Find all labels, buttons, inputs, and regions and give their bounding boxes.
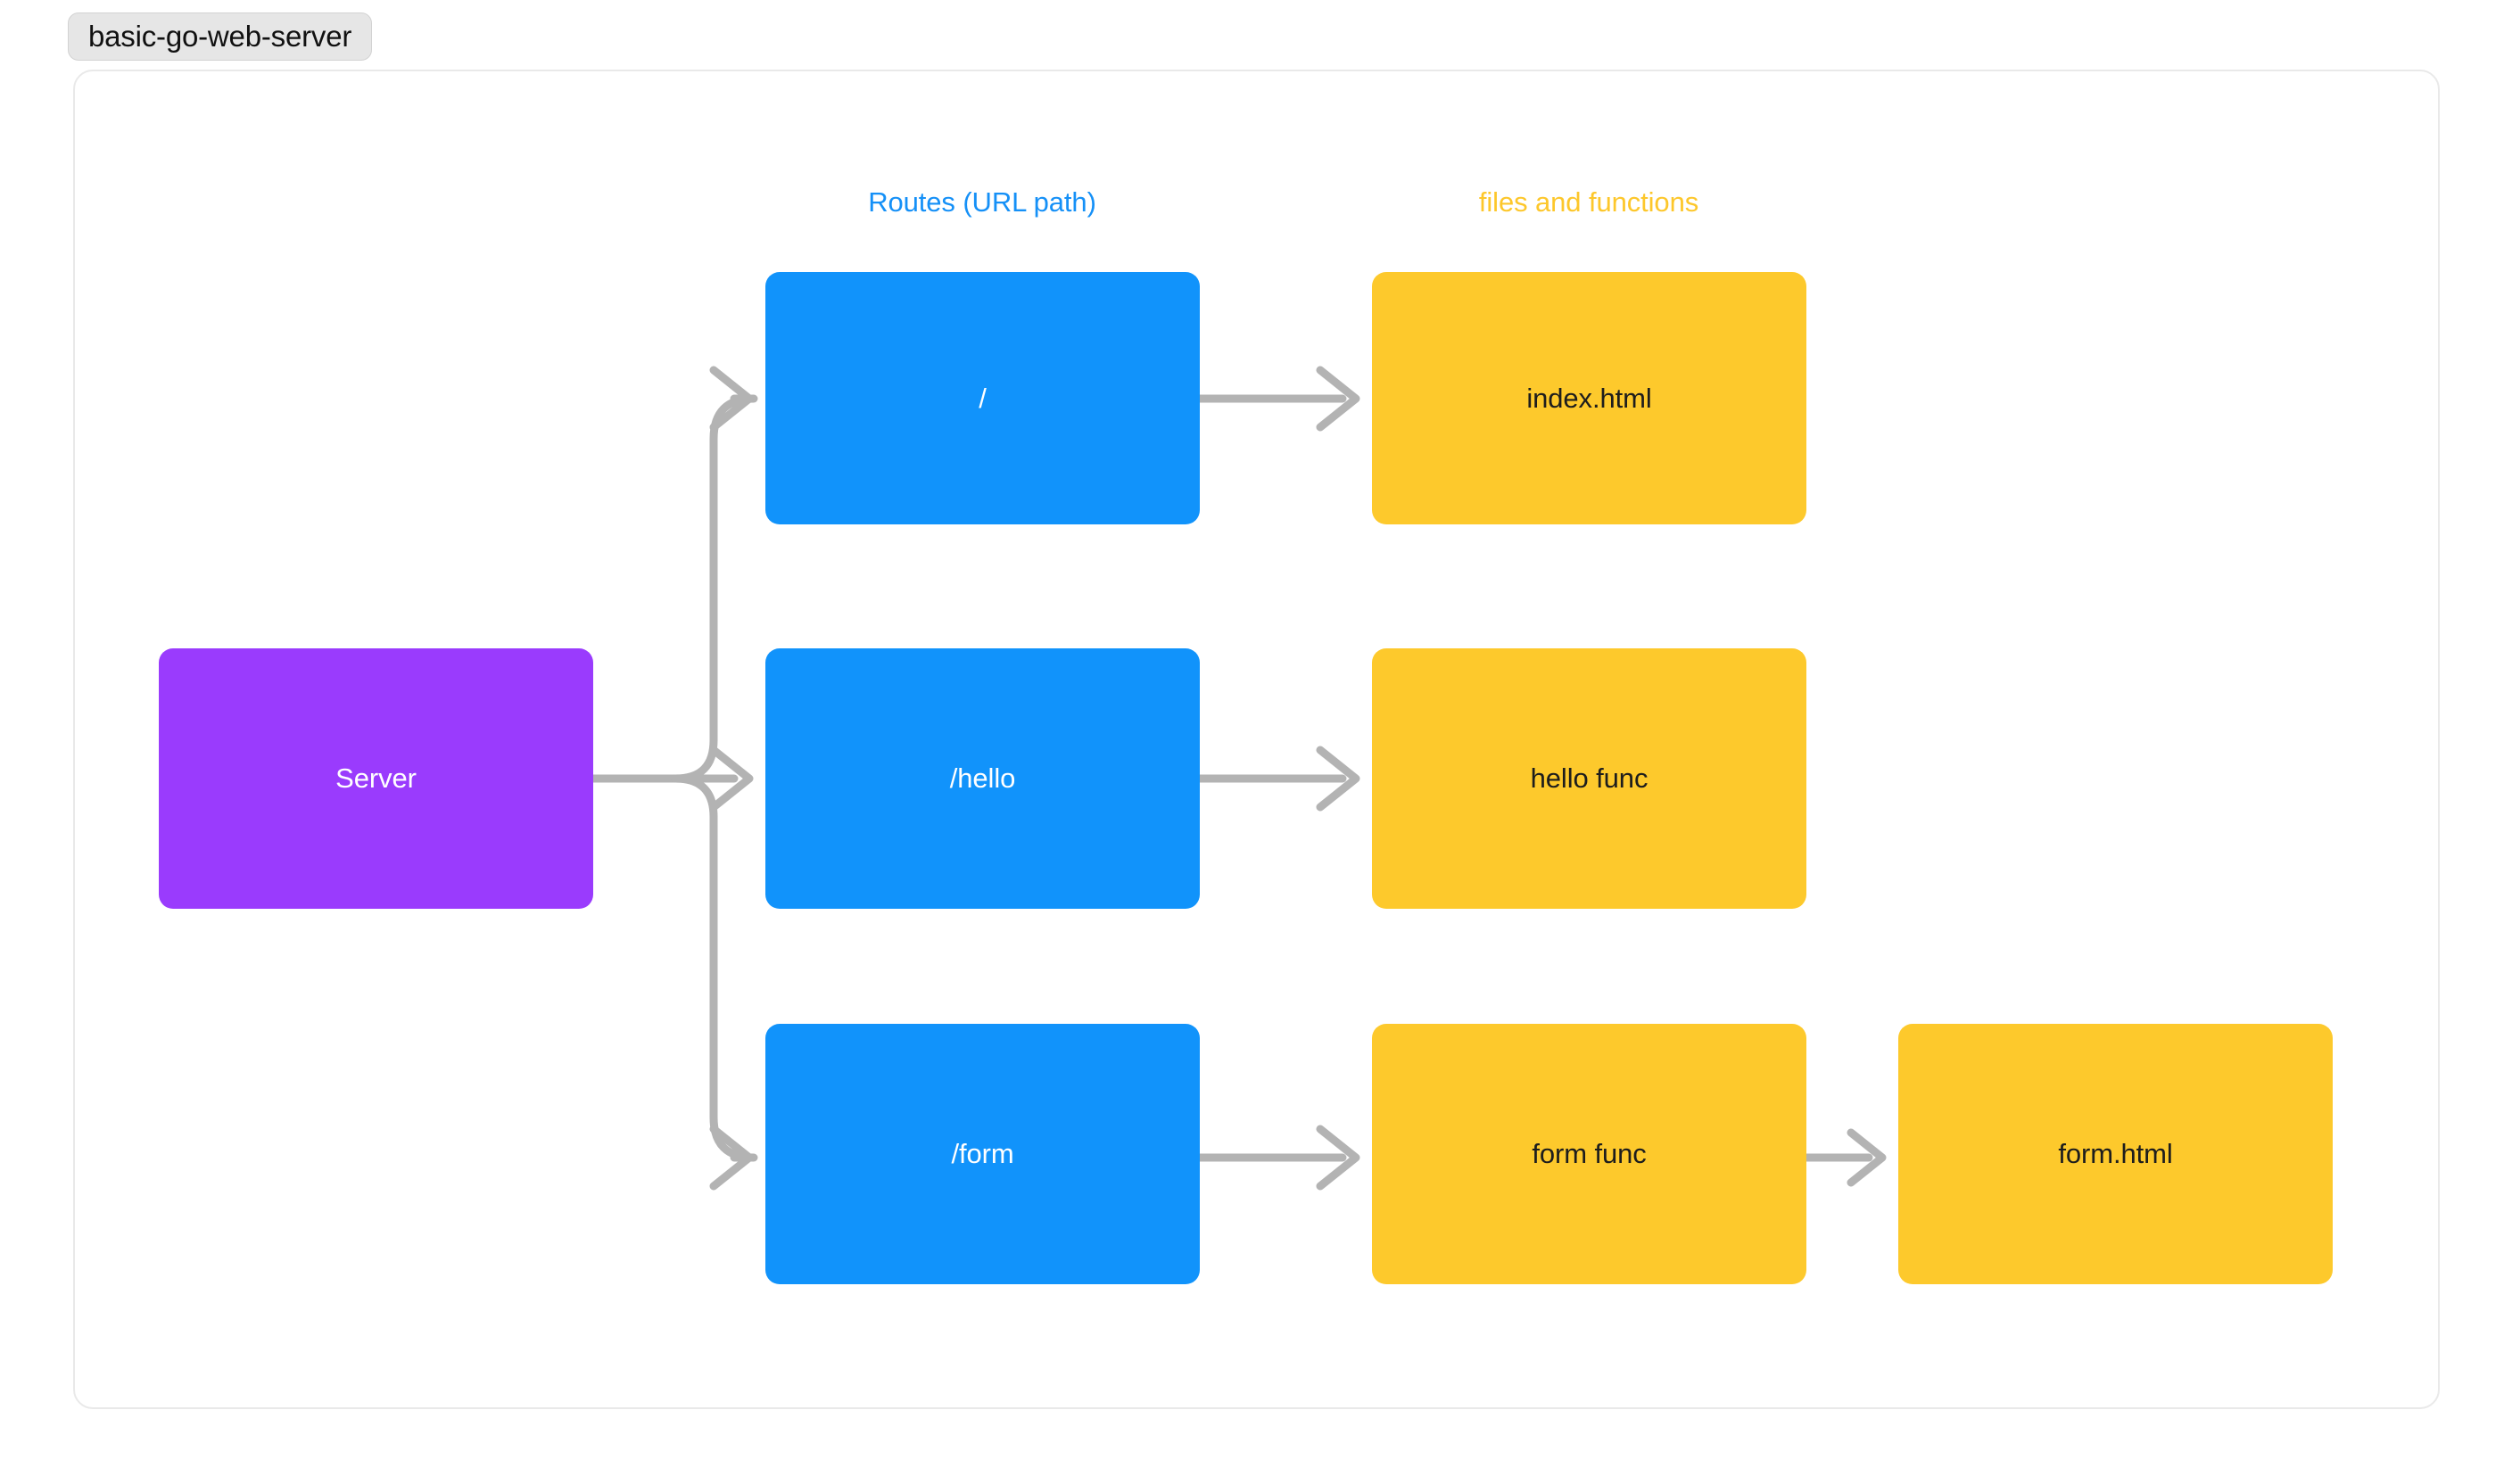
arrowhead-form	[709, 1125, 754, 1191]
project-title-tab[interactable]: basic-go-web-server	[68, 12, 373, 61]
arrowhead-hellofn	[1316, 746, 1360, 812]
column-header-files: files and functions	[1478, 186, 1699, 218]
edge-server-to-form	[671, 774, 758, 1162]
column-header-routes: Routes (URL path)	[868, 186, 1096, 218]
edge-server-to-root	[671, 394, 758, 783]
node-server[interactable]: Server	[159, 648, 593, 909]
node-file-hello-func[interactable]: hello func	[1372, 648, 1806, 909]
node-file-index-html[interactable]: index.html	[1372, 272, 1806, 524]
node-file-form-func[interactable]: form func	[1372, 1024, 1806, 1284]
node-route-root[interactable]: /	[765, 272, 1200, 524]
node-route-form[interactable]: /form	[765, 1024, 1200, 1284]
arrowhead-formhtml	[1847, 1128, 1887, 1187]
arrowhead-index	[1316, 366, 1360, 432]
arrowhead-root	[709, 366, 754, 432]
arrowhead-formfn	[1316, 1125, 1360, 1191]
node-file-form-html[interactable]: form.html	[1898, 1024, 2333, 1284]
project-title-label: basic-go-web-server	[88, 20, 352, 53]
arrowhead-hello	[709, 746, 754, 812]
node-route-hello[interactable]: /hello	[765, 648, 1200, 909]
